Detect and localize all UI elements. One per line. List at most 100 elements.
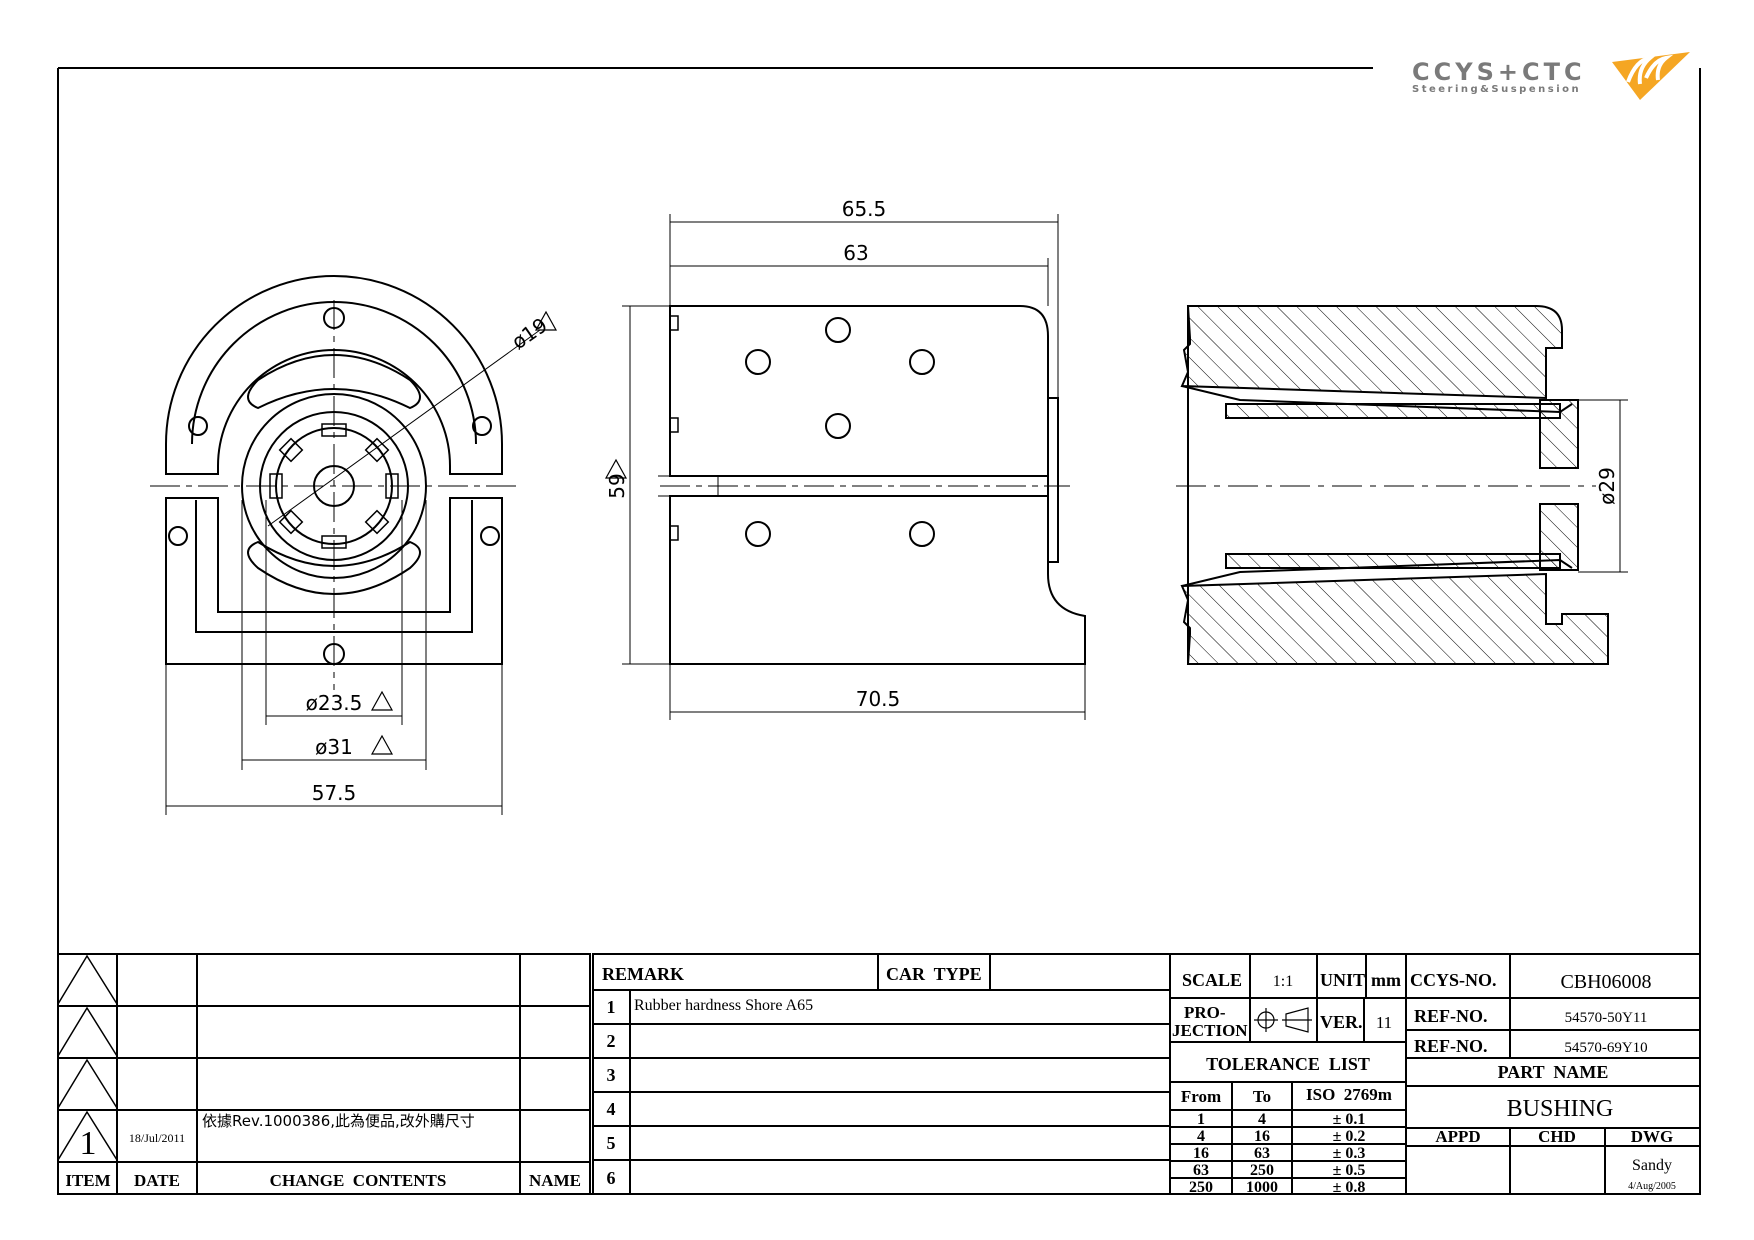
ccys-no-label: CCYS-NO.: [1410, 970, 1497, 990]
ring-spline: [275, 427, 393, 545]
front-inner-frame: [195, 500, 473, 633]
side-notches: [669, 315, 679, 541]
section-upper-liner: [1225, 403, 1561, 419]
side-hole-4: [825, 413, 851, 439]
tolerance-header-to: To: [1253, 1087, 1271, 1106]
ring-middle: [259, 411, 409, 561]
dim-section-dia: ø29: [1595, 467, 1619, 505]
unit-value: mm: [1371, 970, 1401, 990]
dwg-value: Sandy: [1632, 1157, 1672, 1174]
remark-rows: 1 Rubber hardness Shore A65 2 3 4 5 6: [607, 997, 814, 1188]
ref-no-label-1: REF-NO.: [1414, 1006, 1488, 1026]
revision-header-item: ITEM: [65, 1171, 110, 1190]
dim-side-bottom-width: 70.5: [856, 687, 901, 711]
side-upper-block: [669, 305, 1049, 477]
upper-slot: [247, 354, 421, 410]
dim-front-overall-width: 57.5: [312, 781, 357, 805]
logo-brand: CCYS+CTC: [1412, 58, 1586, 86]
revision-header-name: NAME: [529, 1171, 581, 1190]
scale-label: SCALE: [1182, 970, 1242, 990]
tol-to-1: 4: [1258, 1111, 1266, 1128]
projection-label-2: JECTION: [1172, 1021, 1248, 1040]
tol-value-1: ± 0.1: [1333, 1111, 1366, 1128]
remark-no-5: 5: [607, 1133, 616, 1153]
dwg-label: DWG: [1631, 1127, 1674, 1146]
side-hole-3: [909, 349, 935, 375]
dim-front-inner-dia-1: ø31: [315, 735, 353, 759]
hole-bottom: [323, 643, 345, 665]
remark-header: REMARK: [602, 964, 684, 984]
dim-side-height: 59: [605, 473, 629, 498]
tol-from-5: 250: [1189, 1179, 1213, 1196]
front-view: [150, 275, 541, 815]
dwg-date: 4/Aug/2005: [1628, 1181, 1676, 1192]
hole-left-upper: [188, 416, 208, 436]
side-hole-2: [825, 317, 851, 343]
dim-front-bore-dia: ø19: [507, 313, 552, 354]
ref-no-value-2: 54570-69Y10: [1564, 1040, 1647, 1056]
hole-right-lower: [480, 526, 500, 546]
revision-date-1: 18/Jul/2011: [129, 1131, 185, 1145]
ring-bore: [313, 465, 355, 507]
tol-from-4: 63: [1193, 1162, 1209, 1179]
hole-left-lower: [168, 526, 188, 546]
tol-value-4: ± 0.5: [1333, 1162, 1366, 1179]
tol-from-1: 1: [1197, 1111, 1205, 1128]
car-type-label: CAR TYPE: [886, 964, 982, 984]
revision-header-date: DATE: [134, 1171, 180, 1190]
section-lower-body: [1180, 572, 1609, 665]
chd-label: CHD: [1538, 1127, 1576, 1146]
ref-no-value-1: 54570-50Y11: [1565, 1010, 1648, 1026]
ref-no-label-2: REF-NO.: [1414, 1036, 1488, 1056]
remark-no-1: 1: [607, 997, 616, 1017]
tol-value-5: ± 0.8: [1333, 1179, 1366, 1196]
side-hole-5: [745, 521, 771, 547]
tolerance-header-iso: ISO 2769m: [1306, 1085, 1392, 1104]
section-upper-body: [1180, 305, 1563, 400]
side-view: [622, 214, 1086, 720]
ver-value: 11: [1376, 1013, 1392, 1032]
revision-item-1: 1: [80, 1125, 97, 1162]
spline-teeth: [269, 423, 399, 549]
section-lower-liner: [1225, 553, 1561, 569]
revision-triangle-marks: [370, 310, 628, 755]
tolerance-rows: 1 4 ± 0.1 4 16 ± 0.2 16 63 ± 0.3 63 250 …: [1189, 1111, 1365, 1196]
ccys-no-value: CBH06008: [1560, 971, 1651, 993]
logo-mark-icon: [1612, 52, 1690, 100]
unit-label: UNIT: [1320, 970, 1365, 990]
remark-block: [592, 953, 1171, 1195]
side-hole-1: [745, 349, 771, 375]
front-outer-outline: [165, 275, 503, 475]
side-hole-6: [909, 521, 935, 547]
ver-label: VER.: [1320, 1012, 1363, 1032]
tol-to-5: 1000: [1246, 1179, 1278, 1196]
projection-label-1: PRO-: [1184, 1003, 1226, 1022]
remark-no-6: 6: [607, 1168, 616, 1188]
part-name-value: BUSHING: [1507, 1096, 1614, 1122]
dim-side-top-width-2: 63: [843, 241, 868, 265]
side-lower-block: [669, 495, 1086, 665]
company-logo: CCYS+CTC Steering&Suspension: [1412, 52, 1690, 100]
side-flange: [1047, 397, 1059, 563]
title-block: [1169, 953, 1701, 1195]
revision-contents-1: 依據Rev.1000386,此為便品,改外購尺寸: [202, 1112, 475, 1130]
dim-side-top-width-1: 65.5: [842, 197, 887, 221]
revision-block: [57, 953, 591, 1195]
hole-top: [323, 307, 345, 329]
projection-symbol-icon: [1254, 1007, 1312, 1033]
remark-no-4: 4: [607, 1099, 616, 1119]
remark-text-1: Rubber hardness Shore A65: [634, 997, 813, 1014]
ring-outer: [241, 393, 427, 579]
part-name-label: PART NAME: [1498, 1062, 1609, 1082]
revision-header-contents: CHANGE CONTENTS: [270, 1171, 447, 1190]
section-view: [1176, 305, 1628, 665]
remark-no-3: 3: [607, 1065, 616, 1085]
scale-value: 1:1: [1273, 973, 1293, 990]
lower-slot: [247, 540, 421, 595]
dim-front-inner-dia-2: ø23.5: [306, 691, 363, 715]
tol-value-3: ± 0.3: [1333, 1145, 1366, 1162]
logo-tagline: Steering&Suspension: [1412, 84, 1581, 95]
tol-to-2: 16: [1254, 1128, 1270, 1145]
tol-from-2: 4: [1197, 1128, 1205, 1145]
